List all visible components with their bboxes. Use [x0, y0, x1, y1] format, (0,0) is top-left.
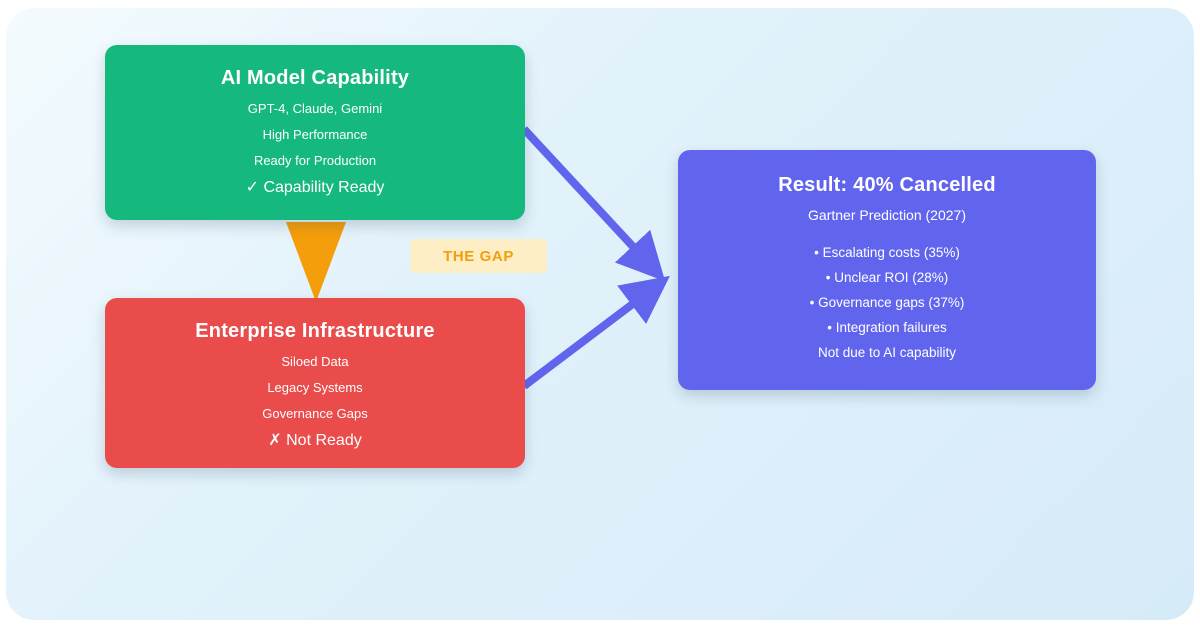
result-box-line: • Unclear ROI (28%): [825, 270, 949, 285]
gap-label: THE GAP: [410, 239, 547, 273]
infrastructure-box-line: Legacy Systems: [267, 380, 363, 395]
infrastructure-box: Enterprise Infrastructure Siloed Data Le…: [105, 298, 525, 468]
result-box-line: • Escalating costs (35%): [814, 245, 960, 260]
infrastructure-status-line: ✗ Not Ready: [268, 432, 362, 449]
capability-box-title: AI Model Capability: [220, 67, 410, 89]
capability-box-line: Ready for Production: [253, 153, 377, 168]
result-box: Result: 40% Cancelled Gartner Prediction…: [678, 150, 1096, 390]
infrastructure-box-line: Governance Gaps: [262, 406, 368, 421]
capability-status-line: ✓ Capability Ready: [245, 179, 385, 196]
result-box-footnote: Not due to AI capability: [817, 345, 957, 360]
capability-box-line: GPT-4, Claude, Gemini: [247, 101, 383, 116]
capability-box: AI Model Capability GPT-4, Claude, Gemin…: [105, 45, 525, 220]
result-box-subtitle: Gartner Prediction (2027): [808, 207, 966, 223]
result-box-title: Result: 40% Cancelled: [778, 174, 996, 196]
infrastructure-box-title: Enterprise Infrastructure: [195, 320, 435, 342]
infrastructure-box-line: Siloed Data: [281, 354, 349, 369]
capability-box-line: High Performance: [262, 127, 368, 142]
result-box-line: • Integration failures: [827, 320, 947, 335]
result-box-line: • Governance gaps (37%): [809, 295, 965, 310]
